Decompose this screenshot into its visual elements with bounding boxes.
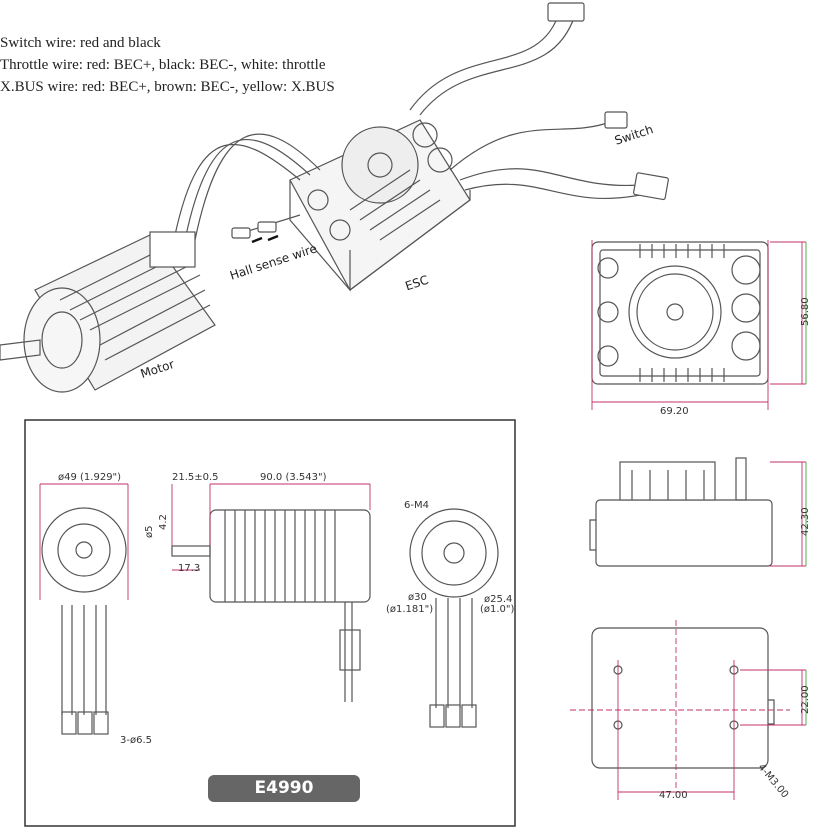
motor-front-view bbox=[409, 508, 499, 728]
bolt-circle-25-inch-dim: (ø1.0") bbox=[480, 604, 515, 615]
shaft-diameter-dim: ø5 bbox=[144, 525, 155, 538]
shaft-flat-dim: 4.2 bbox=[158, 514, 169, 530]
esc-width-dim: 69.20 bbox=[660, 406, 689, 417]
shaft-length-dim: 21.5±0.5 bbox=[172, 472, 219, 483]
bolt-circle-30-inch-dim: (ø1.181") bbox=[386, 604, 434, 615]
body-length-dim: 90.0 (3.543") bbox=[260, 472, 327, 483]
bullet-connector-dim: 3-ø6.5 bbox=[120, 735, 152, 746]
esc-illustration bbox=[289, 119, 471, 292]
motor-side-view bbox=[171, 509, 371, 702]
switch-wire-note: Switch wire: red and black bbox=[0, 35, 161, 51]
bolt-circle-25-dim: ø25.4 bbox=[484, 594, 513, 605]
wires bbox=[174, 9, 641, 241]
esc-height-dim: 56.80 bbox=[800, 297, 811, 326]
esc-side-view bbox=[589, 457, 773, 567]
model-badge: E4990 bbox=[208, 775, 360, 802]
esc-depth-dim: 42.30 bbox=[800, 507, 811, 536]
motor-end-view bbox=[41, 507, 127, 735]
mount-screws-dim: 6-M4 bbox=[404, 500, 429, 511]
motor-drawing-frame bbox=[24, 419, 516, 827]
esc-top-view bbox=[591, 241, 769, 385]
throttle-wire-note: Throttle wire: red: BEC+, black: BEC-, w… bbox=[0, 57, 326, 73]
bolt-circle-30-dim: ø30 bbox=[408, 592, 427, 603]
motor-illustration bbox=[0, 231, 216, 393]
xbus-wire-note: X.BUS wire: red: BEC+, brown: BEC-, yell… bbox=[0, 79, 335, 95]
esc-bottom-view bbox=[591, 627, 775, 769]
shaft-extension-dim: 17.3 bbox=[178, 563, 201, 574]
motor-diameter-dim: ø49 (1.929") bbox=[58, 472, 122, 483]
esc-hole-horizontal-dim: 47.00 bbox=[659, 790, 688, 801]
esc-hole-vertical-dim: 22.00 bbox=[800, 685, 811, 714]
